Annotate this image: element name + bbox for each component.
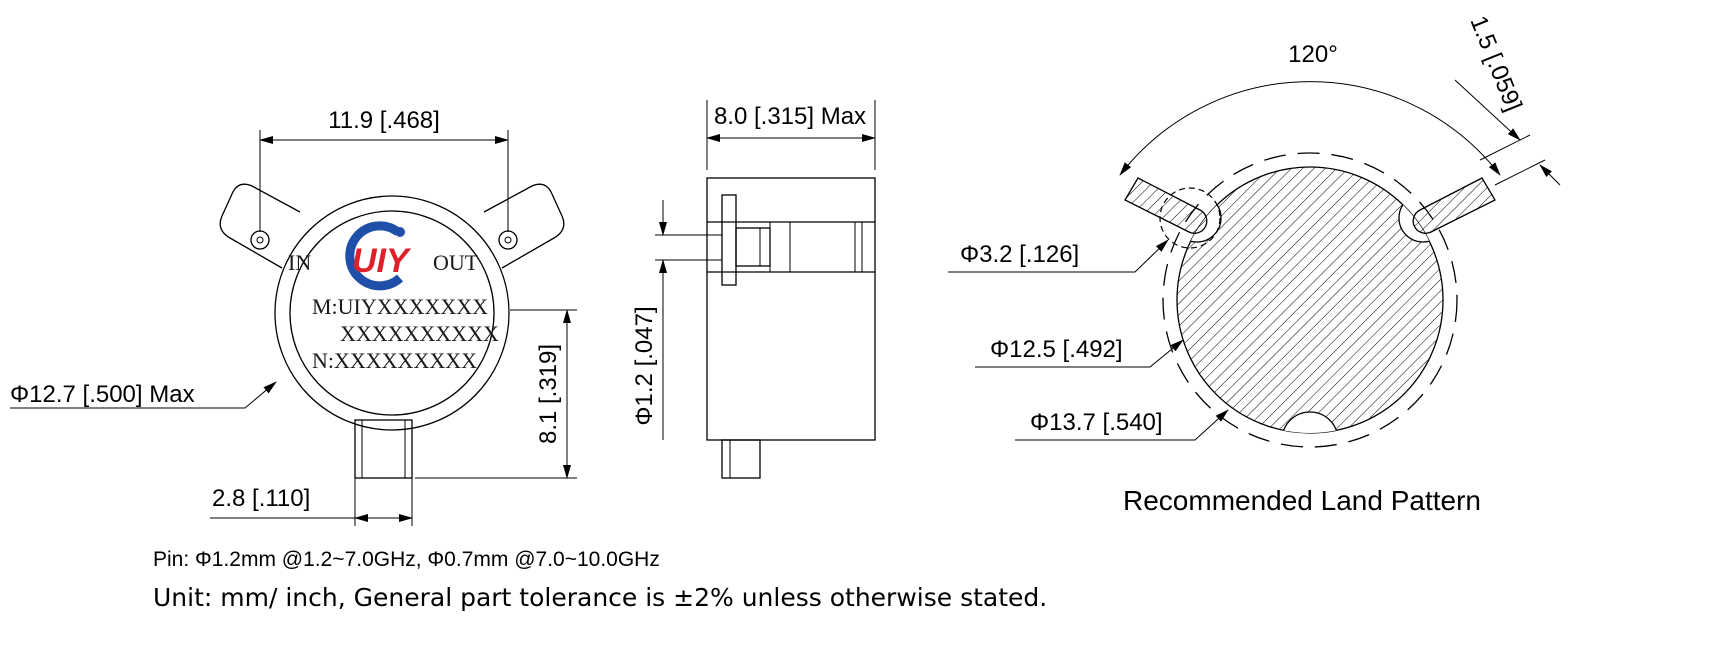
unit-note: Unit: mm/ inch, General part tolerance i… bbox=[153, 583, 1047, 612]
connector-dimension: 2.8 [.110] bbox=[212, 485, 310, 512]
label-in: IN bbox=[288, 250, 311, 275]
outer-dashed-circle bbox=[1162, 152, 1458, 448]
side-view: 8.0 [.315] Max Φ1.2 [.047] bbox=[631, 100, 876, 479]
mounting-tab-right bbox=[483, 183, 565, 269]
bottom-connector bbox=[354, 419, 413, 479]
marking-line-1: M:UIYXXXXXXX bbox=[312, 294, 488, 319]
height-dimension: 8.1 [.319] bbox=[535, 344, 562, 444]
inner-diameter-dimension: Φ12.5 [.492] bbox=[990, 336, 1123, 363]
outer-diameter-dimension: Φ13.7 [.540] bbox=[1030, 409, 1163, 436]
angle-dimension: 120° bbox=[1288, 41, 1338, 68]
pin-dimension: Φ1.2 [.047] bbox=[631, 306, 658, 425]
body-outer-circle bbox=[274, 195, 510, 431]
hole-dimension: Φ3.2 [.126] bbox=[960, 241, 1079, 268]
diameter-dimension: Φ12.7 [.500] Max bbox=[10, 381, 195, 408]
land-pattern-title: Recommended Land Pattern bbox=[1123, 485, 1481, 516]
pad-right bbox=[1412, 177, 1496, 234]
pad-left bbox=[1124, 177, 1221, 249]
front-view: UIY IN OUT M:UIYXXXXXXX XXXXXXXXXX N:XXX… bbox=[10, 107, 577, 526]
width-dimension: 11.9 [.468] bbox=[328, 107, 440, 134]
marking-line-2: XXXXXXXXXX bbox=[340, 321, 499, 346]
body-inner-circle bbox=[289, 210, 495, 416]
pad-width-dimension: 1.5 [.059] bbox=[1464, 12, 1527, 115]
uiy-logo: UIY bbox=[345, 221, 412, 291]
thickness-dimension: 8.0 [.315] Max bbox=[714, 103, 866, 130]
pin-note: Pin: Φ1.2mm @1.2~7.0GHz, Φ0.7mm @7.0~10.… bbox=[153, 548, 660, 571]
label-out: OUT bbox=[433, 250, 479, 275]
marking-line-3: N:XXXXXXXXX bbox=[312, 348, 477, 373]
logo-text: UIY bbox=[352, 242, 412, 280]
land-pattern: 120° 1.5 [.059] Φ3.2 [.126] Φ12.5 [.492]… bbox=[948, 12, 1561, 516]
